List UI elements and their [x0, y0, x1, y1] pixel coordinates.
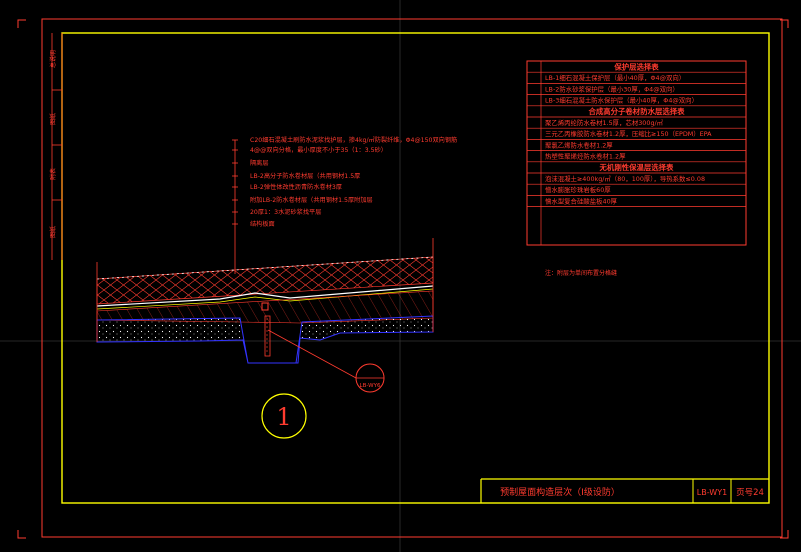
table-row-text: 聚乙烯丙纶防水卷材1.5厚，芯材300g/㎡ [545, 118, 664, 127]
table-row-text: LB-2防水砂浆保护层（最小30厚，Φ4@双向） [545, 84, 679, 93]
table-section-header: 保护层选择表 [613, 62, 659, 71]
structural-slab [96, 315, 434, 364]
table-row-text: 泡沫混凝土≥400kg/㎥（80，100厚），导热系数≤0.08 [545, 174, 705, 183]
title-block-title: 预制屋面构造层次（I级设防） [500, 486, 620, 498]
drawing-note: 注：附层为单间布置分格缝 [545, 269, 617, 277]
material-selection-table: 保护层选择表 LB-1细石混凝土保护层（最小40厚，Φ4@双向） LB-2防水砂浆保… [526, 60, 747, 246]
side-label-1: 图纸 [49, 113, 57, 125]
table-row-text: 憎水型复合硅酸盐板40厚 [545, 196, 618, 205]
title-block-code: LB-WY1 [697, 488, 727, 497]
table-row-text: LB-3细石混凝土防水保护层（最小40厚，Φ4@双向） [545, 96, 698, 105]
detail-number: 1 [276, 403, 291, 431]
corner-marks [17, 19, 789, 539]
drawing-frame [61, 32, 770, 504]
layer-label: 结构板面 [250, 220, 275, 228]
roof-section-detail: C20细石混凝土刷防水泥浆找护层，掺4kg/㎡防裂纤维，Φ4@150双向钢筋 4@… [96, 136, 457, 393]
title-block-page: 页号24 [736, 488, 764, 498]
table-row-text: 三元乙丙橡胶防水卷材1.2厚，压缩比≥150（EPDM）EPA [545, 129, 712, 138]
table-row-text: LB-1细石混凝土保护层（最小40厚，Φ4@双向） [545, 73, 685, 82]
table-row-text: 憎水膨胀珍珠岩板60厚 [545, 185, 611, 194]
layer-label: 4@@双向分格，最小厚度不小于35（1：3.5砂） [250, 146, 387, 154]
layer-label: LB-2高分子防水卷材层（共用钢材1.5厚 [250, 172, 360, 180]
callout-ref: LB-WY6 [360, 383, 381, 389]
title-block: 预制屋面构造层次（I级设防） LB-WY1 页号24 [480, 478, 769, 503]
side-label-2: 附表 [49, 168, 57, 180]
layer-label: LB-2弹性体改性沥青防水卷材3厚 [250, 183, 342, 191]
layer-label: C20细石混凝土刷防水泥浆找护层，掺4kg/㎡防裂纤维，Φ4@150双向钢筋 [250, 136, 457, 144]
layer-label: 附加LB-2防水卷材层（共用钢材1.5厚附加层 [250, 196, 373, 204]
outer-frame [41, 18, 783, 538]
side-label-0: 总说明 [49, 50, 57, 68]
callout-leader [267, 329, 357, 379]
detail-number-circle [261, 393, 307, 439]
joint-filler [261, 302, 269, 311]
layer-label: 20厚1：3水泥砂浆找平层 [250, 208, 321, 216]
table-section-header: 合成高分子卷材防水层选择表 [587, 107, 685, 116]
table-section-header: 无机刚性保温层选择表 [599, 163, 675, 172]
side-label-3: 图纸 [49, 226, 57, 238]
layer-label: 隔离层 [250, 159, 269, 167]
binding-strip: 总说明 图纸 附表 图纸 [49, 33, 63, 260]
waterproof-membrane [96, 285, 434, 307]
table-row-text: 热塑性聚烯烃防水卷材1.2厚 [545, 152, 626, 161]
table-row-text: 聚氯乙烯防水卷材1.2厚 [545, 140, 613, 149]
